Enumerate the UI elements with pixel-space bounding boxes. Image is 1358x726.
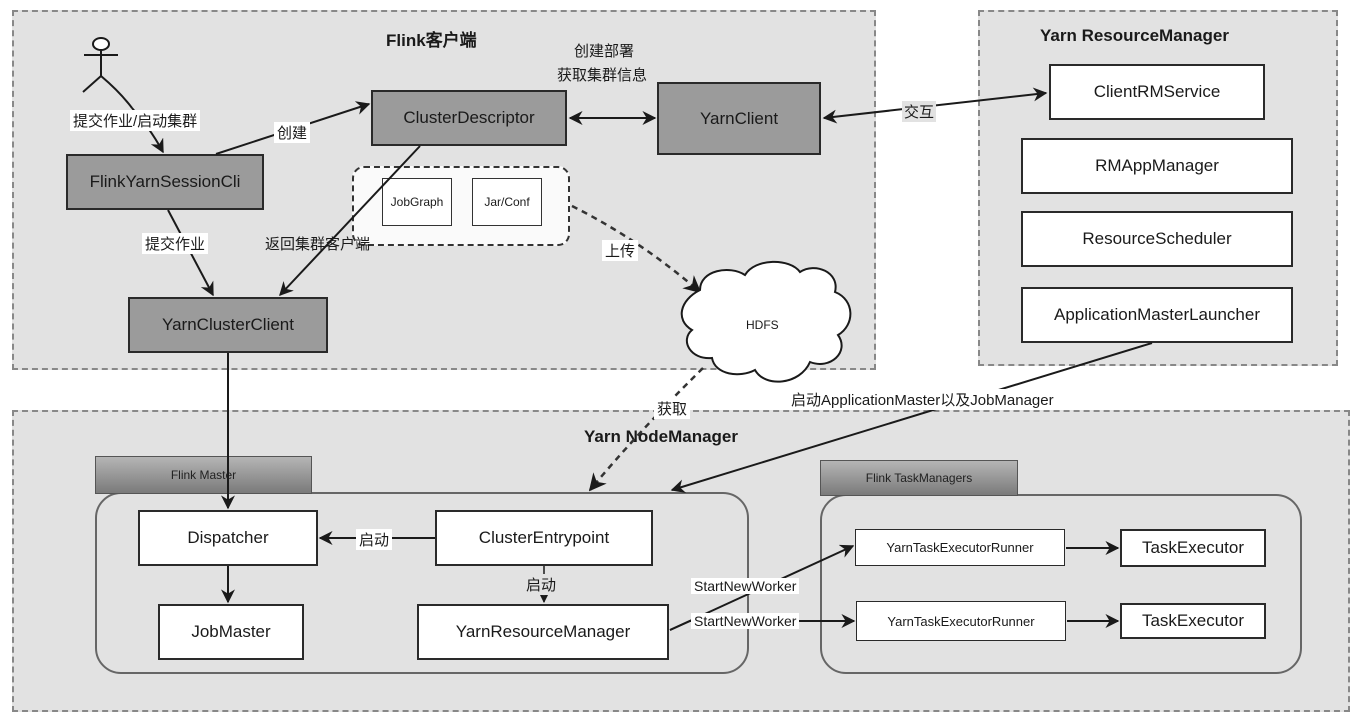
dispatcher: Dispatcher (138, 510, 318, 566)
yarn-task-executor-runner-1: YarnTaskExecutorRunner (855, 529, 1065, 566)
task-executor-1: TaskExecutor (1120, 529, 1266, 567)
yarn-client: YarnClient (657, 82, 821, 155)
cluster-entrypoint: ClusterEntrypoint (435, 510, 653, 566)
flink-taskmanagers-group (820, 494, 1302, 674)
label-upload: 上传 (602, 240, 639, 261)
label-create: 创建 (274, 122, 311, 143)
client-rm-service: ClientRMService (1049, 64, 1265, 120)
label-start-rm: 启动 (524, 574, 559, 595)
label-get-cluster-info: 获取集群信息 (557, 67, 648, 84)
yarn-cluster-client: YarnClusterClient (128, 297, 328, 353)
rm-app-manager: RMAppManager (1021, 138, 1293, 194)
label-start-worker-1: StartNewWorker (691, 578, 800, 594)
yarn-nm-title: Yarn NodeManager (584, 427, 738, 446)
application-master-launcher: ApplicationMasterLauncher (1021, 287, 1293, 343)
label-interact: 交互 (902, 101, 937, 122)
jobgraph-doc: JobGraph (382, 178, 452, 226)
jar-conf-doc: Jar/Conf (472, 178, 542, 226)
yarn-rm-title: Yarn ResourceManager (1040, 26, 1229, 45)
task-executor-2: TaskExecutor (1120, 603, 1266, 639)
label-submit-job: 提交作业 (142, 233, 209, 254)
label-start-worker-2: StartNewWorker (691, 613, 800, 629)
resource-scheduler: ResourceScheduler (1021, 211, 1293, 267)
label-fetch: 获取 (654, 398, 691, 419)
hdfs-label: HDFS (746, 318, 779, 332)
flink-yarn-session-cli: FlinkYarnSessionCli (66, 154, 264, 210)
job-master: JobMaster (158, 604, 304, 660)
flink-master-tab: Flink Master (95, 456, 312, 494)
label-launch-am: 启动ApplicationMaster以及JobManager (788, 389, 1057, 410)
yarn-task-executor-runner-2: YarnTaskExecutorRunner (856, 601, 1066, 641)
label-return-client: 返回集群客户端 (265, 236, 371, 253)
label-create-deploy: 创建部署 (574, 43, 635, 60)
flink-client-title: Flink客户端 (386, 31, 477, 50)
label-submit-start: 提交作业/启动集群 (70, 110, 201, 131)
yarn-resource-manager: YarnResourceManager (417, 604, 669, 660)
flink-taskmanagers-tab: Flink TaskManagers (820, 460, 1018, 496)
label-start-dispatcher: 启动 (356, 529, 393, 550)
cluster-descriptor: ClusterDescriptor (371, 90, 567, 146)
